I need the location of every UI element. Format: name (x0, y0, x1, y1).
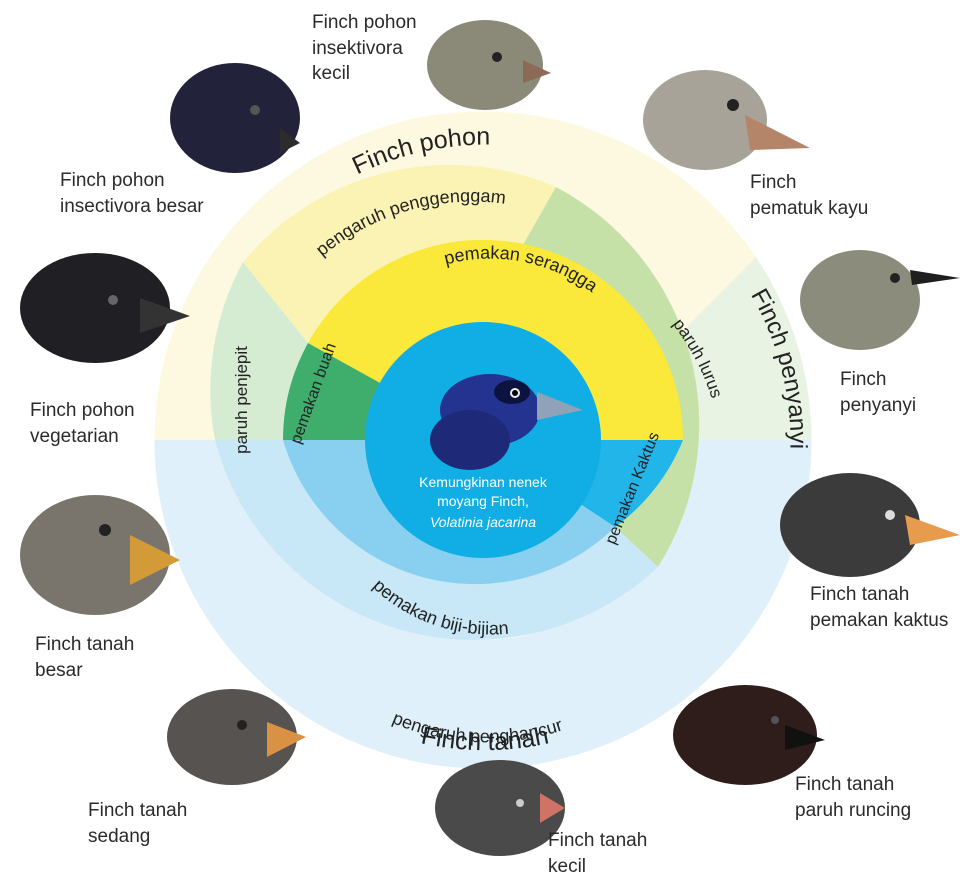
warbler-finch-icon (800, 250, 960, 350)
large-ground-finch-icon (20, 495, 180, 615)
small-insectivorous-tree-finch-icon (427, 20, 551, 110)
bird-label-woodpecker-finch: Finch pematuk kayu (750, 172, 869, 219)
bird-label-large-ground-finch: Finch tanah besar (35, 634, 135, 681)
outer-ring-border (151, 108, 815, 772)
small-ground-finch-icon (435, 760, 565, 856)
middle-band-crushing (215, 440, 658, 640)
outer-ring-tree (152, 109, 757, 440)
middle-band-pincer (210, 262, 308, 440)
cactus-ground-finch-icon (780, 473, 960, 577)
ancestor-species-name: Volatinia jacarina (430, 514, 536, 530)
outer-ring-ground (153, 440, 813, 770)
bird-label-small-insectivorous-tree-finch: Finch pohon insektivora kecil (312, 12, 417, 85)
middle-band-grasping (243, 164, 556, 343)
sharp-beaked-ground-finch-icon (673, 685, 825, 785)
vegetarian-tree-finch-icon (20, 253, 190, 363)
bird-label-medium-ground-finch: Finch tanah sedang (88, 800, 188, 847)
bird-label-sharp-beaked-ground-finch: Finch tanah paruh runcing (795, 774, 912, 821)
woodpecker-finch-icon (643, 70, 810, 170)
label-pincer-beak: paruh penjepit (232, 346, 251, 454)
ancestor-finch-icon (430, 374, 583, 470)
bird-label-vegetarian-tree-finch: Finch pohon vegetarian (30, 400, 135, 447)
bird-label-large-insectivorous-tree-finch: Finch pohon insectivora besar (60, 170, 204, 217)
large-insectivorous-tree-finch-icon (170, 63, 300, 173)
bird-label-warbler-finch: Finch penyanyi (840, 369, 917, 416)
ancestor-label-line1: Kemungkinan nenek (419, 474, 548, 490)
medium-ground-finch-icon (167, 689, 306, 785)
outer-ring-warbler (670, 256, 813, 440)
bird-label-small-ground-finch: Finch tanah kecil (548, 830, 648, 877)
bird-label-cactus-ground-finch: Finch tanah pemakan kaktus (810, 584, 949, 631)
ancestor-label-line2: moyang Finch, (437, 493, 529, 509)
